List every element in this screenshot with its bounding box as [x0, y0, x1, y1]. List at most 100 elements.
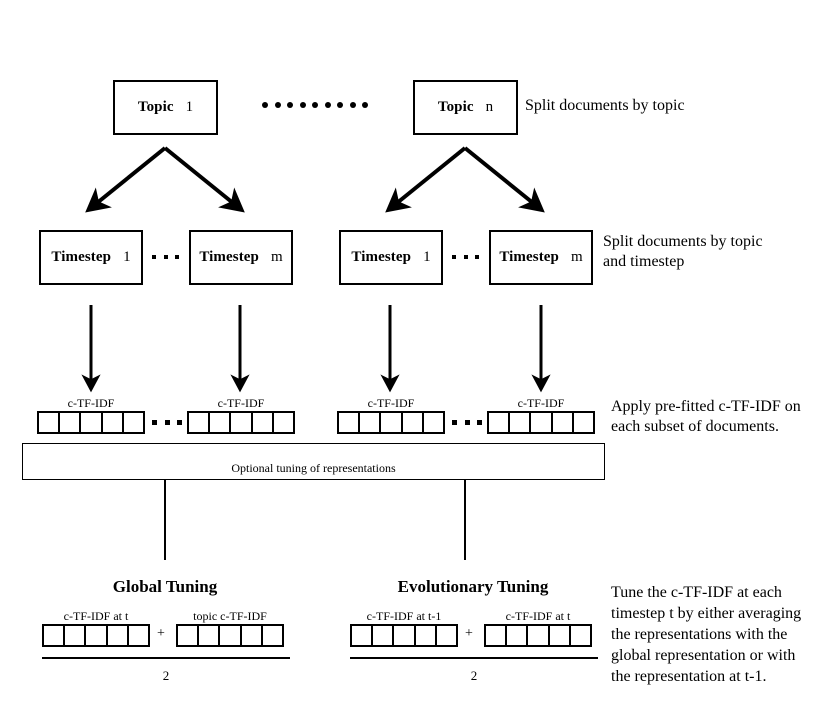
ellipsis-dot — [337, 102, 343, 108]
ctfidf-vector-4-cells[interactable] — [487, 411, 595, 434]
topic-box-n-label: Topic — [437, 99, 474, 115]
note-tune-line-3: the representations with the — [611, 626, 788, 643]
note-split-by-topic-text: Split documents by topic — [525, 97, 685, 114]
timestep-box-1-1[interactable]: Timestep 1 — [39, 230, 143, 285]
ellipsis-dot — [163, 255, 168, 259]
vector-cell — [437, 626, 456, 645]
global-tuning-operator-text: + — [157, 626, 165, 641]
ellipsis-dot — [324, 102, 331, 108]
ellipsis-dot — [299, 102, 306, 108]
ellipsis-dot — [464, 419, 470, 425]
timestep-group-n-ellipsis — [452, 254, 479, 260]
vector-cell — [178, 626, 200, 645]
note-tune-ctfidf: Tune the c-TF-IDF at each timestep t by … — [611, 582, 837, 687]
vector-cell — [360, 413, 382, 432]
vector-cell — [210, 413, 232, 432]
global-tuning-fraction-bar — [42, 657, 290, 659]
global-tuning-title: Global Tuning — [40, 577, 290, 597]
note-split-by-topic-and-timestep: Split documents by topic and timestep — [603, 232, 837, 272]
vector-cell — [189, 413, 211, 432]
note-split-by-topic: Split documents by topic — [525, 96, 825, 116]
vector-cell — [44, 626, 66, 645]
global-tuning-right-label: topic c-TF-IDF — [193, 609, 267, 623]
ellipsis-dot — [463, 255, 468, 259]
global-tuning-right-cells[interactable] — [176, 624, 284, 647]
vector-cell — [274, 413, 293, 432]
global-tuning-numerator-left: c-TF-IDF at t — [42, 609, 150, 647]
vector-cell — [510, 413, 532, 432]
optional-tuning-container: Optional tuning of representations — [22, 443, 605, 480]
ctfidf-group-1-ellipsis — [152, 419, 182, 425]
ctfidf-vector-1: c-TF-IDF — [37, 396, 145, 434]
timestep-box-n-1-label: Timestep — [351, 249, 412, 265]
ellipsis-dot — [475, 255, 479, 259]
evolutionary-tuning-right-cells[interactable] — [484, 624, 592, 647]
vector-cell — [528, 626, 550, 645]
tuning-connector-left — [164, 480, 166, 560]
topic-box-1[interactable]: Topic 1 — [113, 80, 218, 135]
ellipsis-dot — [477, 419, 482, 425]
ellipsis-dot — [362, 102, 368, 108]
timestep-box-n-m[interactable]: Timestep m — [489, 230, 593, 285]
vector-cell — [416, 626, 437, 645]
ctfidf-vector-3-cells[interactable] — [337, 411, 445, 434]
vector-cell — [60, 413, 82, 432]
ctfidf-vector-3: c-TF-IDF — [337, 396, 445, 434]
evolutionary-tuning-title: Evolutionary Tuning — [348, 577, 598, 597]
vector-cell — [550, 626, 571, 645]
ellipsis-dot — [152, 419, 157, 425]
topic-box-n[interactable]: Topic n — [413, 80, 518, 135]
ellipsis-dot — [177, 419, 182, 425]
ctfidf-vector-2-cells[interactable] — [187, 411, 295, 434]
evolutionary-tuning-operator-text: + — [465, 626, 473, 641]
optional-tuning-label: Optional tuning of representations — [231, 461, 396, 475]
branch-arrows-topic-n — [385, 146, 545, 213]
note-tune-line-2: timestep t by either averaging — [611, 605, 802, 622]
vector-cell — [124, 413, 143, 432]
vector-cell — [129, 626, 148, 645]
ellipsis-dot — [274, 102, 281, 108]
evolutionary-tuning-right-label: c-TF-IDF at t — [505, 609, 571, 623]
global-tuning-left-cells[interactable] — [42, 624, 150, 647]
topic-box-1-label: Topic — [137, 99, 174, 115]
global-tuning-title-text: Global Tuning — [112, 577, 218, 596]
topic-box-1-index: 1 — [185, 99, 194, 115]
vector-cell — [507, 626, 529, 645]
vector-cell — [242, 626, 263, 645]
ctfidf-vector-4-label: c-TF-IDF — [517, 396, 565, 410]
note-tune-line-5: the representation at t-1. — [611, 668, 767, 685]
ellipsis-dot — [452, 255, 456, 259]
note-apply-line-1: Apply pre-fitted c-TF-IDF on — [611, 398, 801, 415]
evolutionary-tuning-left-label: c-TF-IDF at t-1 — [366, 609, 442, 623]
vector-cell — [553, 413, 574, 432]
evolutionary-tuning-denominator: 2 — [350, 668, 598, 684]
ctfidf-group-n-ellipsis — [452, 419, 482, 425]
timestep-box-1-m[interactable]: Timestep m — [189, 230, 293, 285]
evolutionary-tuning-fraction-bar — [350, 657, 598, 659]
global-tuning-operator: + — [152, 626, 170, 642]
vector-cell — [373, 626, 395, 645]
timestep-box-1-1-index: 1 — [123, 249, 131, 265]
vector-cell — [571, 626, 590, 645]
vector-cell — [65, 626, 87, 645]
global-tuning-denominator-text: 2 — [162, 668, 170, 683]
timestep-box-n-1[interactable]: Timestep 1 — [339, 230, 443, 285]
note-split-line-1: Split documents by topic — [603, 233, 763, 250]
vector-cell — [339, 413, 361, 432]
vector-cell — [403, 413, 424, 432]
vector-cell — [86, 626, 108, 645]
note-split-line-2: and timestep — [603, 253, 685, 270]
vector-cell — [531, 413, 553, 432]
ctfidf-vector-1-cells[interactable] — [37, 411, 145, 434]
timestep-box-n-m-index: m — [571, 249, 583, 265]
vector-cell — [81, 413, 103, 432]
evolutionary-tuning-left-cells[interactable] — [350, 624, 458, 647]
ctfidf-vector-3-label: c-TF-IDF — [367, 396, 415, 410]
ctfidf-vector-2-label: c-TF-IDF — [217, 396, 265, 410]
down-arrows-to-ctfidf — [81, 305, 551, 393]
tuning-connector-right — [464, 480, 466, 560]
ellipsis-dot — [452, 419, 457, 425]
timestep-box-1-1-label: Timestep — [51, 249, 112, 265]
vector-cell — [486, 626, 508, 645]
